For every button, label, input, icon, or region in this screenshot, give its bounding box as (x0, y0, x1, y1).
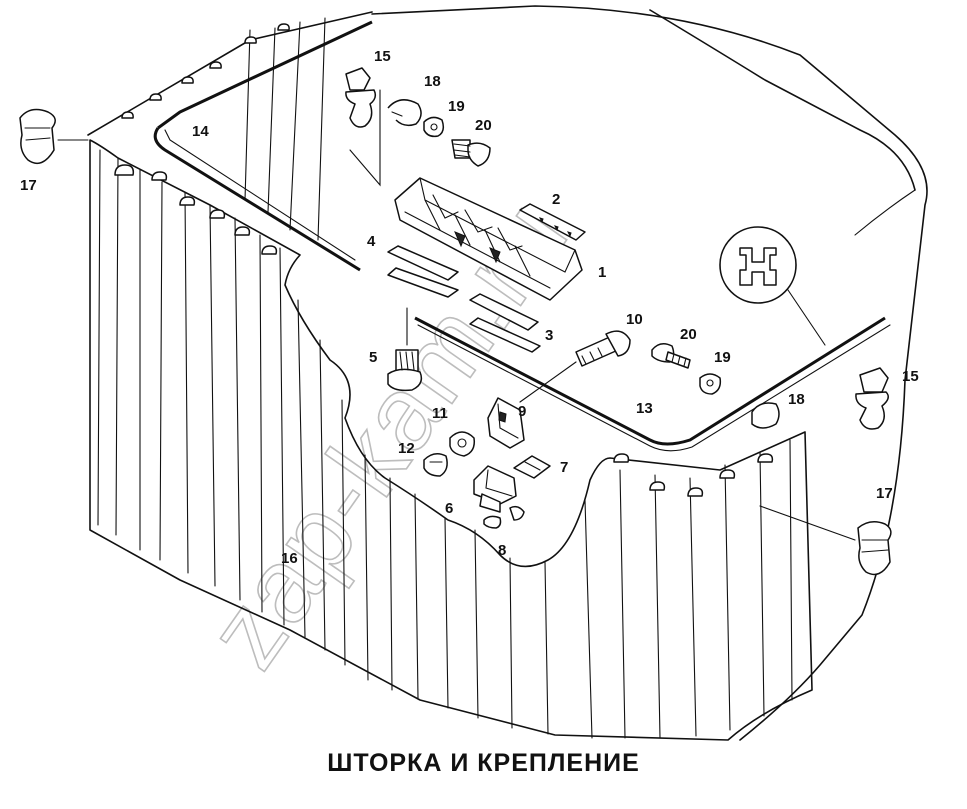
callout-13: 13 (636, 400, 653, 417)
rail-13 (414, 316, 891, 452)
part-1-housing (394, 177, 583, 301)
part-12-nut (423, 453, 448, 477)
callout-5: 5 (369, 349, 377, 366)
part-19-top-grommet (423, 116, 445, 138)
part-2-strip (519, 203, 586, 241)
part-17-right-fastener (759, 505, 892, 576)
callout-19-top: 19 (448, 98, 465, 115)
callout-17-right: 17 (876, 485, 893, 502)
callout-11: 11 (432, 405, 448, 422)
callout-17-left: 17 (20, 177, 37, 194)
part-15-right-clip (855, 367, 889, 430)
callout-18-right: 18 (788, 391, 805, 408)
curtain-16 (89, 17, 813, 741)
part-18-right-clip (751, 402, 780, 429)
part-15-top-clip (345, 67, 381, 187)
part-7-plate (513, 455, 551, 479)
part-10-bolt (519, 330, 631, 403)
callout-labels: 1 2 3 4 5 6 7 8 9 10 11 12 13 14 15 15 1… (20, 48, 919, 567)
callout-9: 9 (518, 403, 526, 420)
part-5-clip (387, 307, 423, 392)
callout-15-top: 15 (374, 48, 391, 65)
callout-4: 4 (367, 233, 376, 250)
part-8-grommet (483, 505, 525, 529)
part-4-bracket (387, 245, 459, 298)
callout-2: 2 (552, 191, 560, 208)
callout-20-right: 20 (680, 326, 697, 343)
part-18-top-ring (387, 99, 422, 127)
callout-19-right: 19 (714, 349, 731, 366)
part-20-right-screw (651, 343, 691, 369)
top-clips (114, 23, 774, 497)
part-9-latch-bracket (487, 397, 525, 449)
callout-1: 1 (598, 264, 606, 281)
rail-14 (153, 20, 373, 272)
callout-8: 8 (498, 542, 506, 559)
callout-18-top: 18 (424, 73, 441, 90)
callout-12: 12 (398, 440, 415, 457)
part-19-right-grommet (699, 373, 722, 395)
part-11-washer (449, 431, 476, 457)
diagram-caption: ШТОРКА И КРЕПЛЕНИЕ (327, 749, 640, 777)
part-6-lock (473, 465, 517, 513)
callout-7: 7 (560, 459, 568, 476)
part-20-top-screw (451, 139, 491, 167)
callout-14: 14 (192, 123, 209, 140)
rail-profile-detail (719, 226, 826, 346)
callout-6: 6 (445, 500, 453, 517)
part-17-left-fastener (19, 108, 89, 165)
callout-20-top: 20 (475, 117, 492, 134)
callout-15-right: 15 (902, 368, 919, 385)
callout-10: 10 (626, 311, 643, 328)
part-3-bracket (469, 293, 541, 353)
callout-3: 3 (545, 327, 553, 344)
callout-16: 16 (281, 550, 298, 567)
